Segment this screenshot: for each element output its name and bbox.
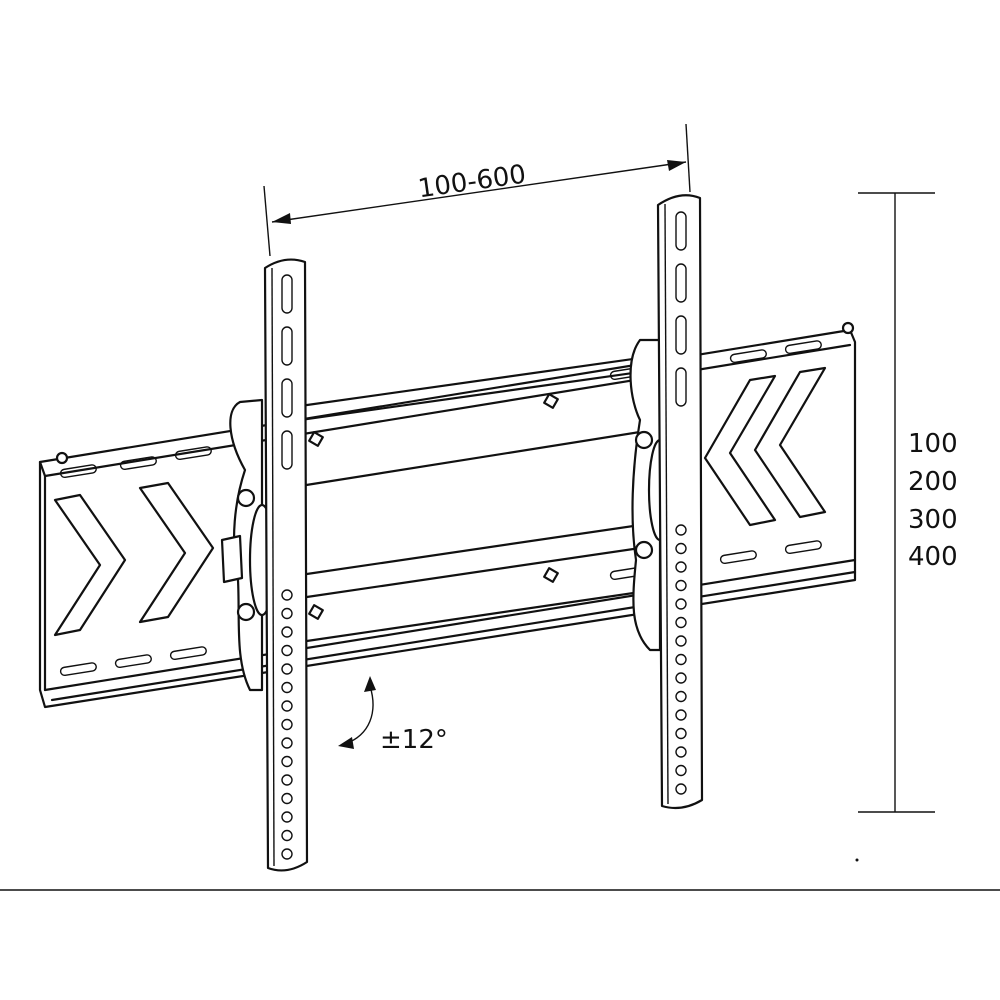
arm-slot [281, 378, 293, 418]
arm-hole [281, 700, 293, 712]
wall-plate [38, 321, 857, 709]
arm-hole [281, 737, 293, 749]
arm-hole [675, 561, 687, 573]
arm-hole [281, 792, 293, 805]
height-dimension: 100 200 300 400 [858, 192, 958, 813]
plate-slot [729, 349, 767, 364]
arm-hole [281, 589, 293, 601]
height-label-300: 300 [908, 505, 958, 535]
width-dimension: 100-600 [263, 123, 691, 257]
plate-slot [784, 540, 822, 555]
arm-hole [675, 598, 687, 610]
arm-hole [675, 764, 687, 777]
arm-hole [675, 709, 687, 721]
height-label-400: 400 [908, 542, 958, 572]
arm-slot [675, 315, 687, 355]
arm-slot [281, 326, 293, 366]
arm-slot [281, 274, 293, 314]
dot-mark [855, 858, 859, 862]
plate-slot [59, 662, 97, 677]
plate-slot [114, 654, 152, 669]
arm-hole [281, 626, 293, 638]
arm-slot [281, 430, 293, 470]
arm-hole [281, 718, 293, 731]
arm-hole [675, 542, 687, 555]
arm-hole [675, 653, 687, 666]
plate-slot [169, 646, 207, 661]
arm-hole [281, 755, 293, 768]
arm-hole [675, 746, 687, 758]
arm-hole [675, 579, 687, 592]
arm-hole [675, 690, 687, 703]
arm-hole [281, 607, 293, 620]
arm-hole [675, 524, 687, 536]
arm-hole [675, 635, 687, 647]
width-dimension-label: 100-600 [416, 160, 528, 205]
arm-hole [281, 644, 293, 657]
plate-slot [719, 550, 757, 565]
arm-hole [675, 672, 687, 684]
arm-hole [675, 616, 687, 629]
arm-hole [281, 848, 293, 860]
arm-slot [675, 263, 687, 303]
plate-slot [784, 340, 822, 355]
left-vertical-arm [263, 258, 309, 872]
arm-hole [281, 811, 293, 823]
height-label-200: 200 [908, 467, 958, 497]
right-vertical-arm [656, 194, 704, 810]
arm-hole [675, 727, 687, 740]
tilt-angle-label: ±12° [380, 725, 448, 755]
arm-hole [281, 774, 293, 786]
arm-slot [675, 367, 687, 407]
arm-hole [281, 829, 293, 842]
tilt-indicator: ±12° [338, 676, 448, 755]
height-label-100: 100 [908, 429, 958, 459]
arm-hole [281, 663, 293, 675]
arm-slot [675, 211, 687, 251]
arm-hole [675, 783, 687, 795]
plate-slot [174, 446, 212, 461]
plate-slot [59, 464, 97, 479]
arm-hole [281, 681, 293, 694]
plate-slot [119, 456, 157, 471]
